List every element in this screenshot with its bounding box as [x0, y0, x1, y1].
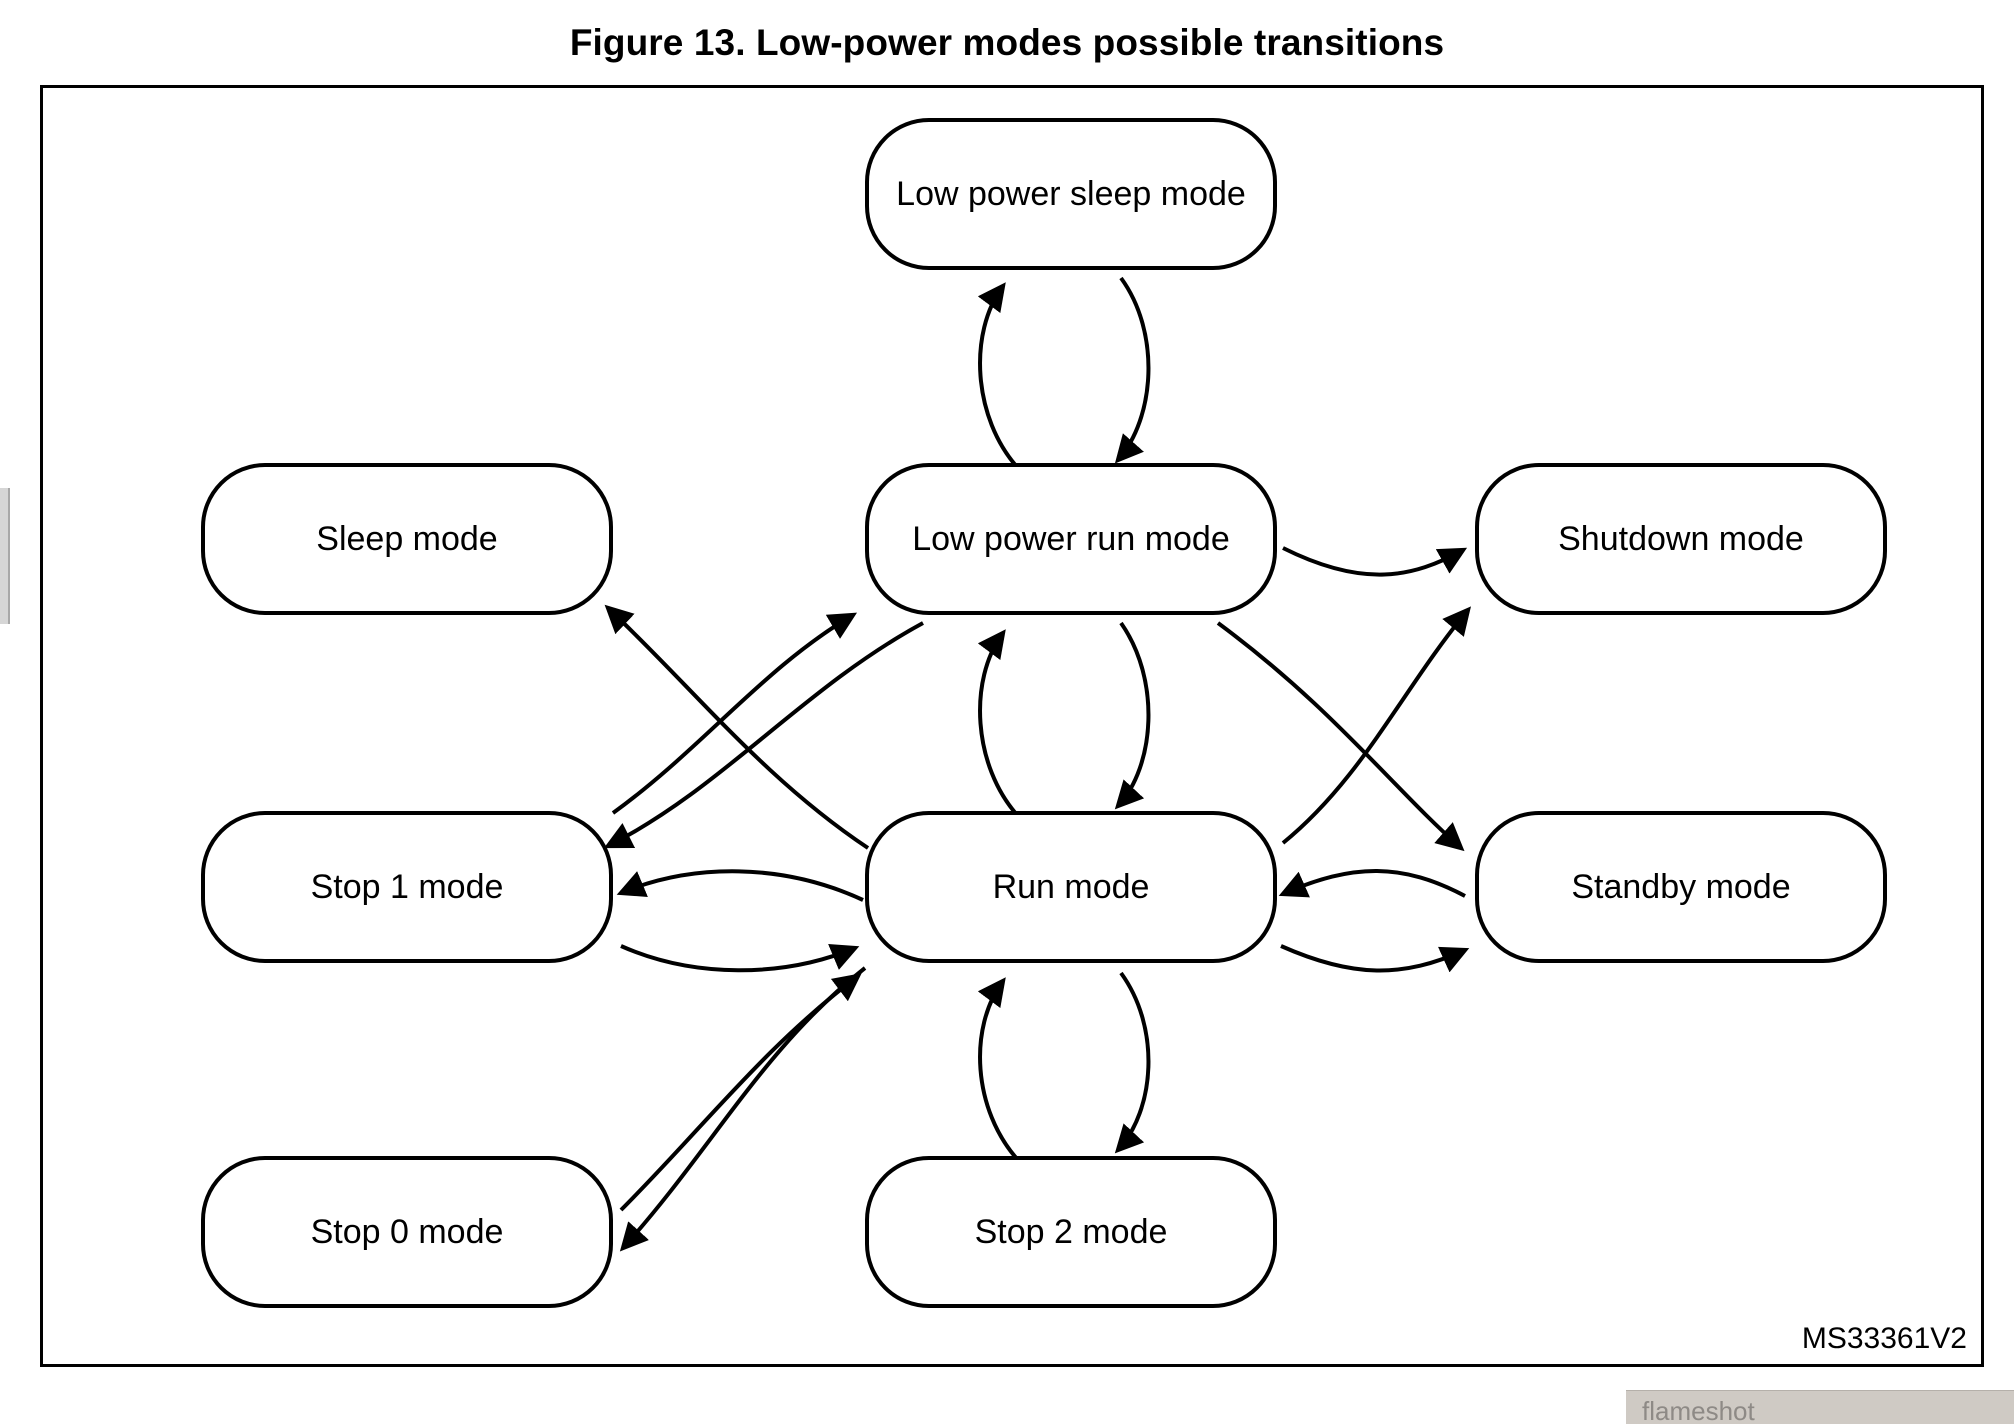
flameshot-label: flameshot — [1642, 1396, 1755, 1424]
arrow-lprun-to-run — [1114, 621, 1151, 810]
arrow-lprun-to-stop1 — [603, 621, 924, 849]
arrow-run-to-lprun — [977, 629, 1020, 818]
page-edge-sliver — [0, 488, 10, 624]
arrow-run-to-stop2 — [1114, 971, 1151, 1154]
arrow-run-to-sleep — [604, 604, 870, 850]
arrow-run-to-standby — [1280, 944, 1470, 973]
state-label: Standby mode — [1571, 868, 1791, 906]
arrow-lprun-to-standby — [1216, 621, 1465, 852]
figure-reference-code: MS33361V2 — [1801, 1322, 1967, 1355]
state-node-sleep-mode[interactable]: Sleep mode — [201, 463, 613, 615]
arrow-lprun-to-lpsleep — [977, 282, 1020, 470]
state-node-standby-mode[interactable]: Standby mode — [1475, 811, 1887, 963]
arrow-run-to-shutdown — [1281, 606, 1471, 845]
arrow-run-to-stop1 — [616, 869, 864, 902]
state-node-stop-0-mode[interactable]: Stop 0 mode — [201, 1156, 613, 1308]
figure-caption: Figure 13. Low-power modes possible tran… — [569, 22, 1445, 63]
state-node-low-power-sleep-mode[interactable]: Low power sleep mode — [865, 118, 1277, 270]
figure-frame: Low power sleep mode Sleep mode Low powe… — [40, 85, 1984, 1367]
state-node-low-power-run-mode[interactable]: Low power run mode — [865, 463, 1277, 615]
state-transition-diagram: Low power sleep mode Sleep mode Low powe… — [43, 88, 1987, 1370]
arrow-stop1-to-run — [620, 944, 860, 973]
state-label: Stop 2 mode — [974, 1213, 1168, 1251]
arrow-run-to-stop0 — [619, 966, 867, 1252]
state-node-stop-2-mode[interactable]: Stop 2 mode — [865, 1156, 1277, 1308]
flameshot-overlay-bar[interactable]: flameshot — [1626, 1390, 2014, 1424]
state-label: Low power sleep mode — [896, 175, 1246, 213]
state-label: Sleep mode — [316, 520, 498, 558]
state-label: Shutdown mode — [1558, 520, 1804, 558]
state-label: Low power run mode — [912, 520, 1230, 558]
state-label: Stop 0 mode — [310, 1213, 504, 1251]
arrow-standby-to-run — [1278, 869, 1466, 898]
state-node-shutdown-mode[interactable]: Shutdown mode — [1475, 463, 1887, 615]
arrow-stop1-to-lprun — [611, 612, 858, 815]
state-node-run-mode[interactable]: Run mode — [865, 811, 1277, 963]
state-label: Run mode — [992, 868, 1150, 906]
transition-arrows-layer — [603, 276, 1471, 1252]
arrow-lpsleep-to-lprun — [1114, 276, 1151, 464]
state-node-stop-1-mode[interactable]: Stop 1 mode — [201, 811, 613, 963]
arrow-lprun-to-shutdown — [1282, 546, 1468, 577]
arrow-stop0-to-run — [619, 973, 862, 1212]
arrow-stop2-to-run — [977, 977, 1020, 1162]
state-label: Stop 1 mode — [310, 868, 504, 906]
